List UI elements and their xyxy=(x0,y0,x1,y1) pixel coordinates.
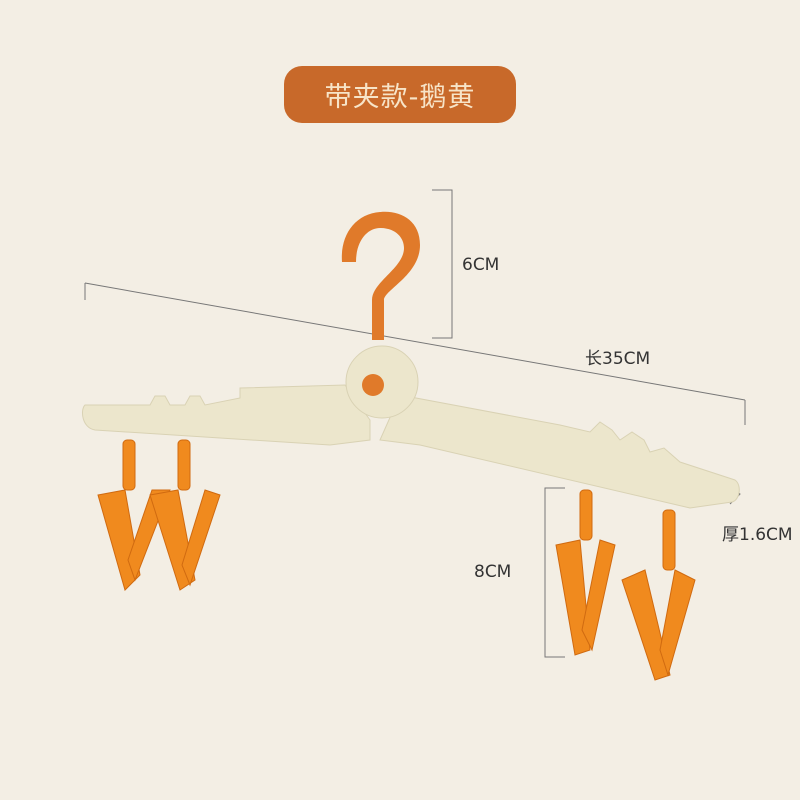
right-arm xyxy=(379,394,740,509)
hook xyxy=(341,211,420,340)
thickness-label: 厚1.6CM xyxy=(722,525,793,545)
hinge-button xyxy=(362,374,384,396)
clips xyxy=(97,439,696,681)
length-label: 长35CM xyxy=(585,349,651,369)
hook-height-label: 6CM xyxy=(462,255,500,275)
variant-badge: 带夹款-鹅黄 xyxy=(284,66,516,123)
clip-height-label: 8CM xyxy=(474,562,512,582)
left-arm xyxy=(82,384,371,446)
